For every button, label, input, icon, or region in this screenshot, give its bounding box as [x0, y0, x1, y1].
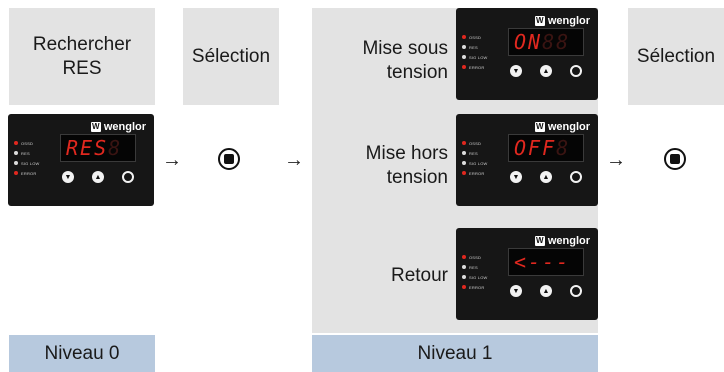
led-dot-icon	[462, 151, 466, 155]
led-indicators: OSSD RES SIG LOW ERROR	[462, 252, 502, 292]
selection-label-1: Sélection	[191, 45, 271, 67]
down-key-icon[interactable]: ▼	[62, 171, 74, 183]
up-key-icon[interactable]: ▲	[92, 171, 104, 183]
down-key-icon[interactable]: ▼	[510, 65, 522, 77]
led-dot-icon	[462, 65, 466, 69]
search-res-box: Rechercher RES	[9, 8, 155, 105]
level-1-bar: Niveau 1	[312, 335, 598, 372]
up-key-icon[interactable]: ▲	[540, 285, 552, 297]
level-0-bar: Niveau 0	[9, 335, 155, 372]
led-dot-icon	[14, 161, 18, 165]
led-dot-icon	[462, 255, 466, 259]
select-key-icon[interactable]	[570, 285, 582, 297]
led-dot-icon	[462, 45, 466, 49]
led-indicators: OSSD RES SIG LOW ERROR	[462, 32, 502, 72]
led-dot-icon	[462, 285, 466, 289]
flow-arrow-2: →	[284, 149, 304, 171]
select-key-icon[interactable]	[570, 65, 582, 77]
led-dot-icon	[462, 35, 466, 39]
led-dot-icon	[462, 265, 466, 269]
search-res-line2: RES	[62, 57, 102, 79]
led-dot-icon	[14, 141, 18, 145]
led-dot-icon	[462, 275, 466, 279]
selection-box-1: Sélection	[183, 8, 279, 105]
select-button-icon[interactable]	[664, 148, 686, 170]
selection-label-2: Sélection	[636, 45, 716, 67]
up-key-icon[interactable]: ▲	[540, 171, 552, 183]
down-key-icon[interactable]: ▼	[510, 171, 522, 183]
level-0-label: Niveau 0	[44, 342, 120, 364]
led-dot-icon	[462, 55, 466, 59]
led-indicators: OSSD RES SIG LOW ERROR	[14, 138, 54, 178]
flow-arrow-1: →	[162, 149, 182, 171]
search-res-line1: Rechercher	[32, 33, 132, 55]
led-dot-icon	[462, 171, 466, 175]
led-dot-icon	[462, 161, 466, 165]
led-indicators: OSSD RES SIG LOW ERROR	[462, 138, 502, 178]
level-1-label: Niveau 1	[417, 342, 493, 364]
select-button-icon[interactable]	[218, 148, 240, 170]
led-dot-icon	[462, 141, 466, 145]
select-key-icon[interactable]	[570, 171, 582, 183]
display-readout: <---	[508, 248, 584, 276]
select-key-icon[interactable]	[122, 171, 134, 183]
selection-box-2: Sélection	[628, 8, 724, 105]
led-dot-icon	[14, 171, 18, 175]
flow-arrow-3: →	[606, 149, 626, 171]
led-dot-icon	[14, 151, 18, 155]
up-key-icon[interactable]: ▲	[540, 65, 552, 77]
menu-item-back-label: Retour	[390, 265, 448, 286]
down-key-icon[interactable]: ▼	[510, 285, 522, 297]
